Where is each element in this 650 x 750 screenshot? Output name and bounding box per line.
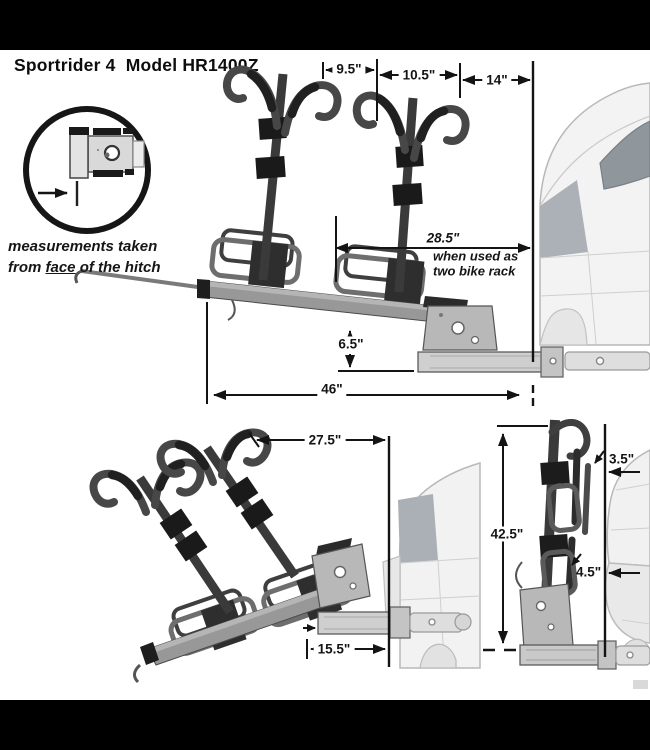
folded-view-diagram <box>483 419 650 670</box>
rack-mast-front <box>222 65 342 281</box>
dim-note-two-bike-2: two bike rack <box>433 263 516 279</box>
vehicle-bumper <box>604 562 650 644</box>
dim-label-bar-length: 15.5" <box>313 641 355 657</box>
rack-mast-rear <box>352 91 470 293</box>
rack-strap <box>227 299 236 321</box>
rack-hitch-arm <box>417 296 564 378</box>
vehicle-wheel-arch <box>539 308 588 346</box>
vehicle-rear <box>539 82 650 371</box>
caption-face-word: face <box>45 259 76 276</box>
dim-label-folded-gap-top: 3.5" <box>609 451 635 467</box>
dim-label-tray-drop: 6.5" <box>334 336 368 352</box>
hitch-face-caption: measurements taken from face of the hitc… <box>8 238 161 276</box>
dim-label-two-bike-width: 28.5" <box>426 230 460 246</box>
rack-folded <box>515 419 650 670</box>
dim-label-mast-spacing: 10.5" <box>398 67 440 83</box>
vehicle-rear-folded-view <box>604 449 650 656</box>
vehicle-window <box>599 120 650 190</box>
rack-tilted <box>89 428 472 684</box>
hitch-inset <box>23 106 151 234</box>
dim-label-tilted-reach: 27.5" <box>304 432 346 448</box>
rack-tray-assembly <box>74 228 473 327</box>
dim-note-two-bike-1: when used as <box>433 248 519 264</box>
dim-label-hook-spacing: 9.5" <box>332 61 366 77</box>
dim-label-inner-to-hitch: 14" <box>482 72 512 88</box>
artifact-smudge <box>633 680 648 689</box>
top-letterbox-bar <box>0 0 650 50</box>
dim-label-folded-gap-bottom: 4.5" <box>576 564 602 580</box>
bottom-letterbox-bar <box>0 700 650 750</box>
hitch-receiver-drawing <box>69 127 145 179</box>
vehicle-receiver-tube <box>564 351 650 371</box>
side-view-diagram <box>74 59 650 407</box>
vehicle-pillar <box>540 180 588 258</box>
dim-label-folded-height: 42.5" <box>486 526 528 542</box>
dim-label-total-width: 46" <box>317 381 347 397</box>
vehicle-pillar <box>398 494 438 563</box>
tilted-view-diagram <box>89 428 481 684</box>
